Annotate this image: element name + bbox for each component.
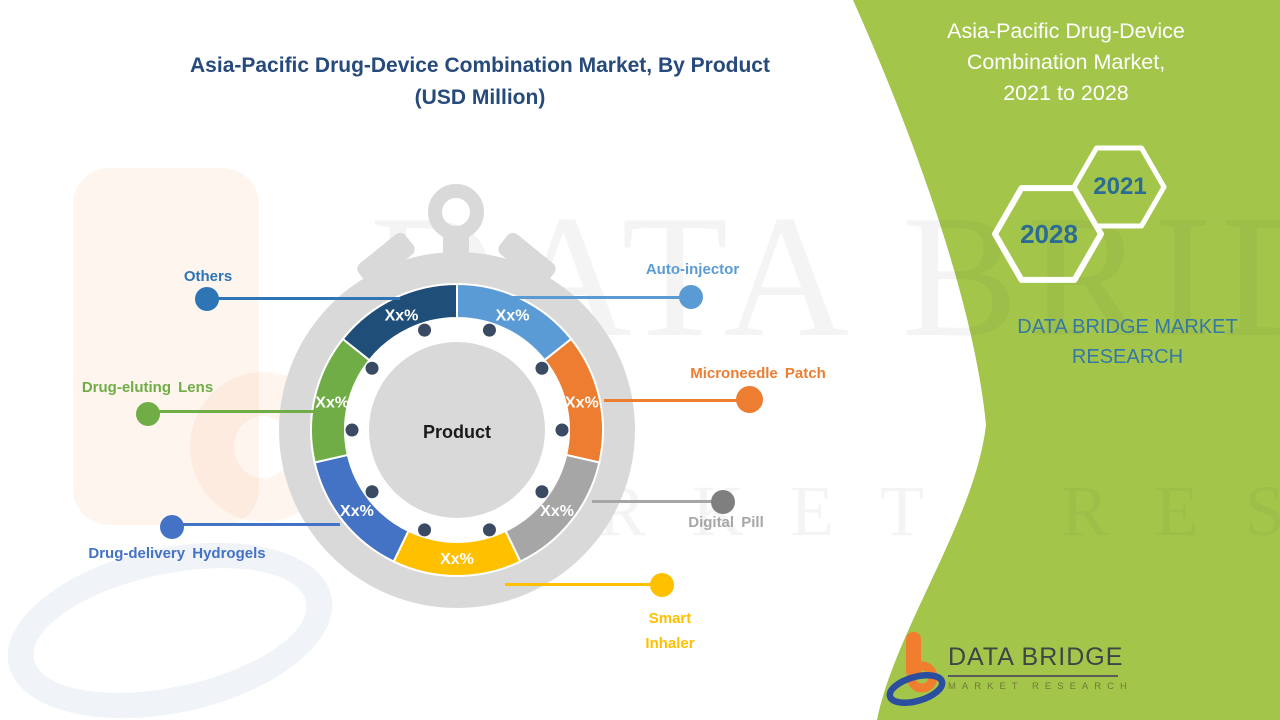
leader-line-drug-eluting-lens [156,410,314,413]
logo-d-swoosh [886,672,946,706]
hexagon-year-2028: 2028 [1020,219,1078,249]
segment-value-2: Xx% [540,503,574,520]
leader-line-smart-inhaler [505,583,653,586]
segment-value-3: Xx% [440,551,474,568]
dbmr-logo-name: DATA BRIDGE [948,643,1124,671]
tick-dot [418,523,432,537]
chart-center-label: Product [422,422,491,442]
dbmr-logo-mark [886,632,946,706]
tick-dot [345,423,359,437]
segment-value-4: Xx% [340,503,374,520]
donut-segments: Xx% Xx% Xx% Xx% Xx% Xx% Xx% [310,282,604,577]
segment-value-0: Xx% [496,308,530,325]
leader-dot-drug-eluting-lens [136,402,160,426]
stopwatch-right-button [498,232,556,286]
tick-dot [535,485,549,499]
chart-title-line2: (USD Million) [414,86,546,109]
leader-line-digital-pill [592,500,714,503]
tick-dot [535,361,549,375]
tick-dot [365,485,379,499]
label-smart-inhaler: Smart Inhaler [645,610,695,652]
leader-line-drug-delivery-hydrogels [180,523,340,526]
green-panel-shape [853,0,1280,720]
chart-title-line1: Asia-Pacific Drug-Device Combination Mar… [190,54,770,77]
label-digital-pill: Digital Pill [688,514,764,531]
tick-dots [345,323,569,537]
panel-heading-line2: Combination Market, [966,50,1166,74]
label-microneedle-patch: Microneedle Patch [690,365,826,382]
segment-value-6: Xx% [385,308,419,325]
panel-brand-line2: RESEARCH [1071,346,1184,368]
segment-value-1: Xx% [565,395,599,412]
leader-dot-smart-inhaler [650,573,674,597]
leader-line-auto-injector [498,296,683,299]
tick-dot [365,361,379,375]
tick-dot [555,423,569,437]
leader-dot-microneedle-patch [736,386,763,413]
dbmr-logo-rule [948,675,1118,677]
hexagon-year-2021: 2021 [1093,173,1147,200]
hexagon-2021 [1071,145,1167,229]
leader-dot-digital-pill [711,490,735,514]
chart-title: Asia-Pacific Drug-Device Combination Mar… [80,50,880,114]
label-auto-injector: Auto-injector [645,261,740,278]
dbmr-logo-text: DATA BRIDGE MARKET RESEARCH [948,643,1133,692]
panel-brand-text: DATA BRIDGE MARKET RESEARCH [985,312,1270,372]
year-hexagons [992,145,1167,283]
label-others: Others [183,268,233,285]
leader-line-others [214,297,400,300]
leader-dot-others [195,287,219,311]
label-drug-delivery-hydrogels: Drug-delivery Hydrogels [88,545,266,562]
tick-dot [482,323,496,337]
panel-heading-line1: Asia-Pacific Drug-Device [947,19,1185,43]
tick-dot [482,523,496,537]
leader-dot-auto-injector [679,285,703,309]
center-disk [369,342,545,518]
label-drug-eluting-lens: Drug-eluting Lens [81,379,214,396]
panel-heading: Asia-Pacific Drug-Device Combination Mar… [908,16,1224,109]
panel-brand-line1: DATA BRIDGE MARKET [1017,316,1238,338]
leader-line-microneedle-patch [604,399,740,402]
panel-heading-line3: 2021 to 2028 [1003,81,1129,105]
leader-dot-drug-delivery-hydrogels [160,515,184,539]
stopwatch-left-button [357,232,415,286]
dbmr-logo: DATA BRIDGE MARKET RESEARCH [886,630,1136,710]
dbmr-logo-subtitle: MARKET RESEARCH [948,681,1133,692]
tick-dot [418,323,432,337]
segment-value-5: Xx% [315,395,349,412]
